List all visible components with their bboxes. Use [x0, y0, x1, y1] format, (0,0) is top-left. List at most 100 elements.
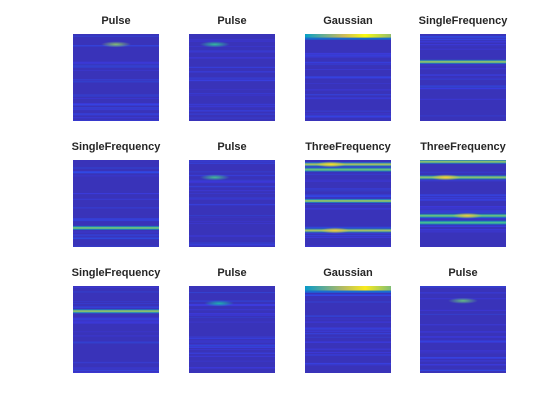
noise-streak [305, 97, 391, 100]
spectrogram-panel: Pulse [189, 141, 275, 247]
noise-streak [189, 346, 275, 348]
spectrogram-image [73, 34, 159, 121]
noise-streak [189, 93, 275, 94]
noise-streak [189, 103, 275, 105]
spectrogram-panel: ThreeFrequency [305, 141, 391, 247]
noise-streak [73, 335, 159, 337]
noise-streak [73, 331, 159, 333]
noise-streak [420, 48, 506, 50]
noise-streak [189, 244, 275, 246]
spectrogram-image [305, 160, 391, 247]
noise-streak [305, 336, 391, 338]
noise-streak [420, 74, 506, 76]
noise-streak [189, 174, 275, 177]
noise-streak [305, 328, 391, 330]
frequency-line [420, 176, 506, 179]
spectrogram-panel: Pulse [189, 15, 275, 121]
noise-streak [73, 171, 159, 173]
noise-streak [73, 371, 159, 373]
noise-streak [189, 45, 275, 47]
noise-streak [189, 186, 275, 188]
noise-streak [305, 69, 391, 70]
noise-streak [420, 180, 506, 182]
noise-streak [305, 204, 391, 205]
noise-streak [73, 322, 159, 324]
noise-streak [189, 57, 275, 59]
noise-streak [189, 341, 275, 343]
noise-streak [73, 318, 159, 320]
noise-streak [189, 162, 275, 164]
panel-title: Pulse [448, 267, 478, 279]
frequency-line [305, 163, 391, 166]
noise-streak [73, 319, 159, 321]
noise-streak [420, 41, 506, 43]
noise-streak [305, 113, 391, 115]
noise-streak [420, 313, 506, 315]
heatmap-background [420, 34, 506, 121]
noise-streak [305, 207, 391, 210]
noise-streak [305, 77, 391, 79]
noise-streak [305, 352, 391, 353]
noise-streak [305, 179, 391, 181]
panel-title: ThreeFrequency [420, 141, 506, 153]
noise-streak [73, 361, 159, 364]
noise-streak [189, 336, 275, 338]
frequency-line [420, 221, 506, 224]
noise-streak [189, 221, 275, 222]
noise-streak [73, 120, 159, 121]
spectrogram-image [189, 286, 275, 373]
noise-streak [189, 79, 275, 81]
noise-streak [420, 360, 506, 362]
noise-streak [420, 35, 506, 38]
heatmap-background [73, 34, 159, 121]
noise-streak [189, 339, 275, 341]
pulse-blob [101, 41, 131, 48]
noise-streak [73, 79, 159, 81]
noise-streak [189, 355, 275, 357]
spectrogram-panel: ThreeFrequency [420, 141, 506, 247]
noise-streak [420, 209, 506, 211]
noise-streak [73, 103, 159, 104]
noise-streak [189, 313, 275, 315]
noise-streak [305, 110, 391, 112]
noise-streak [189, 185, 275, 188]
noise-streak [73, 237, 159, 240]
noise-streak [420, 45, 506, 47]
noise-streak [73, 301, 159, 302]
noise-streak [189, 321, 275, 323]
noise-streak [73, 167, 159, 169]
noise-streak [305, 362, 391, 364]
noise-streak [189, 223, 275, 224]
noise-streak [420, 38, 506, 40]
noise-streak [305, 234, 391, 237]
noise-streak [189, 203, 275, 206]
pulse-blob [430, 174, 461, 181]
noise-streak [73, 64, 159, 66]
noise-streak [420, 350, 506, 352]
noise-streak [420, 309, 506, 311]
noise-streak [73, 237, 159, 239]
noise-streak [305, 226, 391, 229]
noise-streak [189, 40, 275, 42]
noise-streak [73, 245, 159, 247]
noise-streak [73, 61, 159, 63]
panel-title: Gaussian [323, 267, 373, 279]
pulse-blob [452, 212, 483, 219]
noise-streak [189, 197, 275, 199]
noise-streak [305, 61, 391, 64]
noise-streak [189, 182, 275, 184]
frequency-line [73, 226, 159, 229]
noise-streak [305, 341, 391, 343]
spectrogram-panel: Gaussian [305, 267, 391, 373]
noise-streak [189, 352, 275, 354]
noise-streak [73, 81, 159, 83]
noise-streak [305, 194, 391, 196]
noise-streak [305, 190, 391, 192]
noise-streak [73, 35, 159, 37]
noise-streak [305, 232, 391, 234]
noise-streak [73, 94, 159, 96]
noise-streak [420, 341, 506, 343]
noise-streak [420, 44, 506, 46]
noise-streak [305, 116, 391, 118]
